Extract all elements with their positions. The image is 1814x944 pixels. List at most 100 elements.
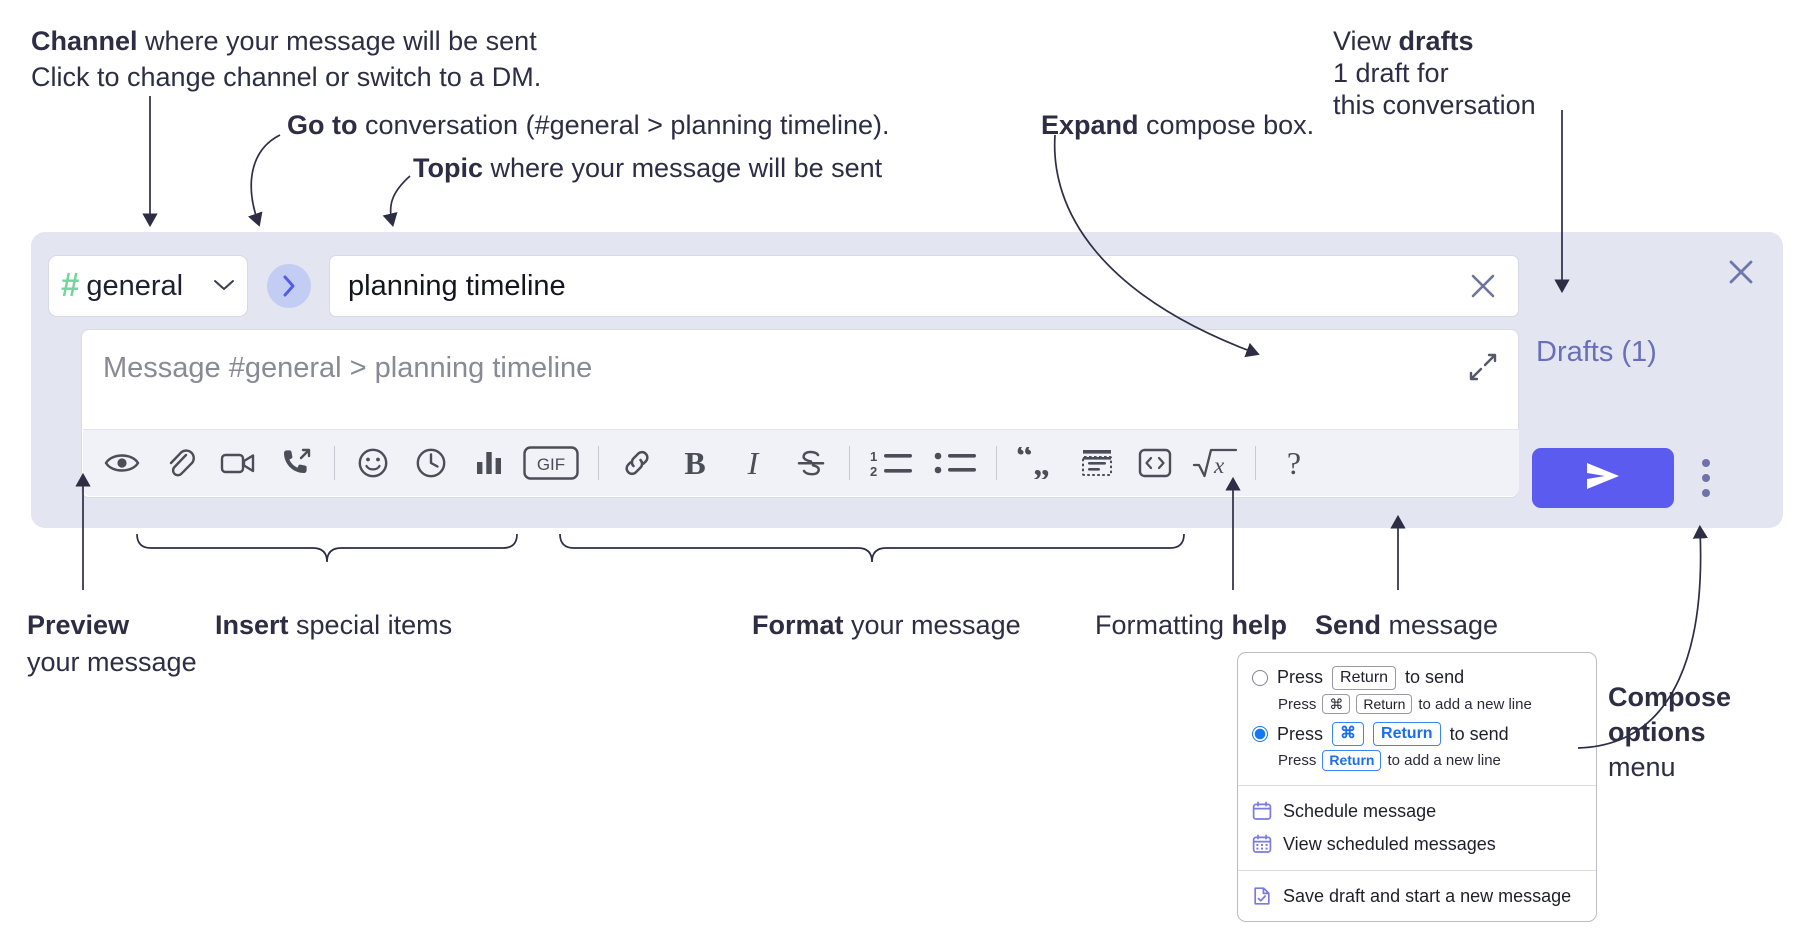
link-icon[interactable] [608,434,666,492]
annotation-drafts-italic2: this conversation [1333,90,1536,120]
annotation-topic-bold: Topic [413,153,483,183]
annotation-channel-bold: Channel [31,26,138,56]
compose-options-menu: Press Return to send Press ⌘ Return to a… [1237,652,1597,922]
annotation-drafts-italic1: 1 draft for [1333,58,1449,88]
annotation-drafts-bold: drafts [1398,26,1474,56]
drafts-link[interactable]: Drafts (1) [1536,336,1657,368]
composer-panel: # general planning timeline Message #gen… [31,232,1783,528]
radio-press-cmd-return-to-send[interactable]: Press ⌘ Return to send [1238,719,1596,749]
menu-item-save-draft[interactable]: Save draft and start a new message [1238,880,1596,913]
menu-divider-1 [1238,784,1596,786]
annotation-channel-sub: Click to change channel or switch to a D… [31,60,541,94]
annotation-channel-italic: Click to change channel or switch to a D… [31,62,542,92]
italic-icon[interactable]: I [724,434,782,492]
divider-1 [334,446,335,480]
radio2-sub-pre: Press [1278,752,1317,770]
topic-input[interactable]: planning timeline [329,255,1519,317]
expand-diagonal-icon[interactable] [1468,352,1498,382]
svg-text:GIF: GIF [537,455,565,474]
kbd-return-4: Return [1322,750,1382,771]
inline-code-icon[interactable] [1126,434,1184,492]
math-icon[interactable]: x [1184,434,1246,492]
goto-conversation-button[interactable] [267,264,311,308]
radio-indicator-2[interactable] [1252,726,1268,743]
channel-name: general [86,269,184,302]
kebab-dot-2 [1702,474,1710,482]
help-icon[interactable]: ? [1265,434,1323,492]
italic-label: I [747,445,759,481]
annotation-topic: Topic where your message will be sent [413,151,882,185]
annotation-send: Send message [1315,608,1498,642]
send-paper-plane-icon [1578,458,1628,499]
bold-icon[interactable]: B [666,434,724,492]
divider-5 [1255,446,1256,480]
annotation-help: Formatting help [1095,608,1287,642]
phone-forward-icon[interactable] [267,434,325,492]
annotation-format-rest: your message [843,610,1021,640]
code-block-icon[interactable] [1068,434,1126,492]
channel-select[interactable]: # general [48,255,248,317]
bold-label: B [684,445,706,481]
radio1-pre: Press [1277,667,1324,688]
annotation-channel-rest: where your message will be sent [137,26,537,56]
radio1-sub-pre: Press [1278,695,1317,713]
gif-icon[interactable]: GIF [518,434,584,492]
strikethrough-icon[interactable] [782,434,840,492]
svg-text:x: x [1213,453,1225,478]
kbd-return-3: Return [1373,722,1441,747]
kbd-return-1: Return [1332,666,1397,690]
message-placeholder: Message #general > planning timeline [103,352,593,384]
calendar-icon [1252,801,1272,821]
annotation-preview: Preview [27,608,129,642]
topic-value: planning timeline [348,269,566,302]
compose-options-menu-button[interactable] [1693,452,1719,504]
annotation-help-plain: Formatting [1095,610,1232,640]
divider-4 [996,446,997,480]
annotation-goto-rest: conversation (#general > planning timeli… [357,110,890,140]
radio2-post: to send [1449,723,1509,744]
menu-item-view-scheduled-messages[interactable]: View scheduled messages [1238,828,1596,861]
menu-item-label: View scheduled messages [1283,833,1496,854]
close-panel-icon[interactable] [1723,254,1759,290]
blockquote-icon[interactable]: “ „ [1006,434,1068,492]
kebab-dot-3 [1702,489,1710,497]
composer-inner: # general planning timeline Message #gen… [31,232,1537,528]
attachment-icon[interactable] [151,434,209,492]
annotation-help-bold: help [1231,610,1288,640]
annotation-drafts: View drafts [1333,24,1474,58]
annotation-expand-rest: compose box. [1138,110,1315,140]
ordered-list-icon[interactable]: 1 2 [859,434,923,492]
svg-text:2: 2 [870,464,877,478]
svg-text:1: 1 [870,449,877,464]
message-input[interactable]: Message #general > planning timeline [81,329,1519,498]
annotation-goto: Go to conversation (#general > planning … [287,108,890,142]
video-camera-icon[interactable] [209,434,267,492]
annotation-drafts-sub2: this conversation [1333,88,1536,122]
chevron-down-icon [213,275,235,298]
preview-icon[interactable] [93,434,151,492]
chevron-right-icon [280,274,298,298]
annotation-preview-sub: your message [27,645,197,679]
kbd-cmd-2: ⌘ [1332,722,1365,747]
send-button[interactable] [1532,448,1674,508]
annotation-insert: Insert special items [215,608,452,642]
annotation-insert-bold: Insert [215,610,289,640]
annotation-goto-bold: Go to [287,110,358,140]
menu-item-schedule-message[interactable]: Schedule message [1238,795,1596,828]
radio1-post: to send [1405,667,1465,688]
annotation-expand-bold: Expand [1041,110,1139,140]
radio1-sub-post: to add a new line [1418,695,1532,713]
clock-icon[interactable] [402,434,460,492]
radio-indicator-1[interactable] [1252,669,1268,686]
close-icon[interactable] [1466,269,1500,303]
radio-press-return-to-send[interactable]: Press Return to send [1238,663,1596,693]
annotation-topic-rest: where your message will be sent [483,153,883,183]
poll-bars-icon[interactable] [460,434,518,492]
kbd-return-2: Return [1356,693,1413,715]
annotation-insert-rest: special items [288,610,453,640]
bulleted-list-icon[interactable] [923,434,987,492]
annotation-send-rest: message [1381,610,1499,640]
emoji-icon[interactable] [344,434,402,492]
menu-item-label: Schedule message [1283,800,1437,821]
annotation-drafts-sub1: 1 draft for [1333,56,1449,90]
